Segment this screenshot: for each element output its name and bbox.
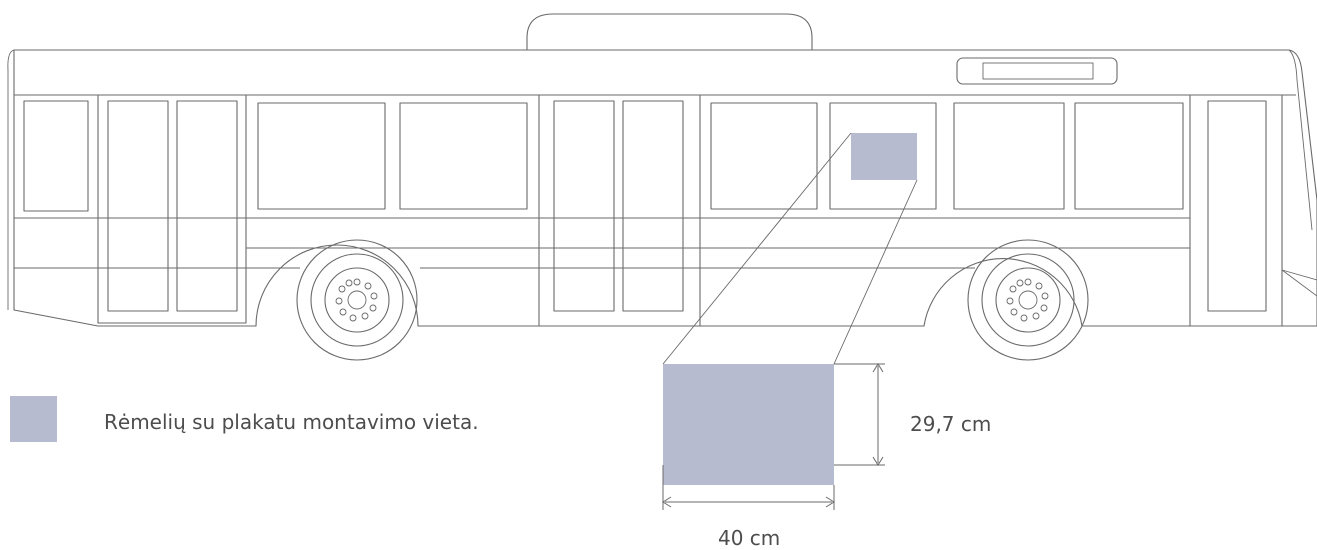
- bus-body: [13, 49, 1317, 327]
- width-label: 40 cm: [718, 526, 781, 550]
- poster-placement-marker: [851, 133, 917, 180]
- height-dimension: [834, 363, 885, 466]
- middle-door-left: [553, 100, 615, 312]
- destination-sign-inner: [982, 62, 1094, 80]
- window-4: [829, 102, 937, 210]
- width-dimension: [662, 465, 835, 510]
- rear-wheel: [967, 239, 1089, 361]
- front-door-frame: [97, 94, 247, 324]
- projection-line-left: [662, 132, 852, 365]
- rear-door-panel: [1207, 100, 1267, 312]
- rear-door-frame: [1189, 94, 1283, 327]
- front-door-left: [107, 100, 169, 312]
- middle-door-right: [622, 100, 684, 312]
- bus-front-curve: [7, 49, 15, 310]
- roof-unit: [526, 13, 813, 51]
- rear-bumper-line-2: [1281, 269, 1317, 297]
- poster-enlarged: [663, 364, 834, 485]
- window-2: [399, 102, 528, 210]
- bus-rear-curve: [1288, 49, 1313, 231]
- legend-text: Rėmelių su plakatu montavimo vieta.: [104, 410, 479, 434]
- window-5: [953, 102, 1065, 210]
- rear-bumper-line: [1281, 269, 1317, 281]
- front-window: [23, 100, 89, 212]
- window-6: [1074, 102, 1184, 210]
- projection-line-right: [833, 179, 918, 365]
- destination-sign: [956, 57, 1118, 85]
- window-3: [710, 102, 818, 210]
- window-1: [257, 102, 386, 210]
- height-label: 29,7 cm: [910, 412, 992, 436]
- front-door-right: [176, 100, 238, 312]
- front-wheel: [296, 239, 418, 361]
- legend-swatch: [10, 396, 57, 442]
- middle-door-frame: [538, 94, 701, 327]
